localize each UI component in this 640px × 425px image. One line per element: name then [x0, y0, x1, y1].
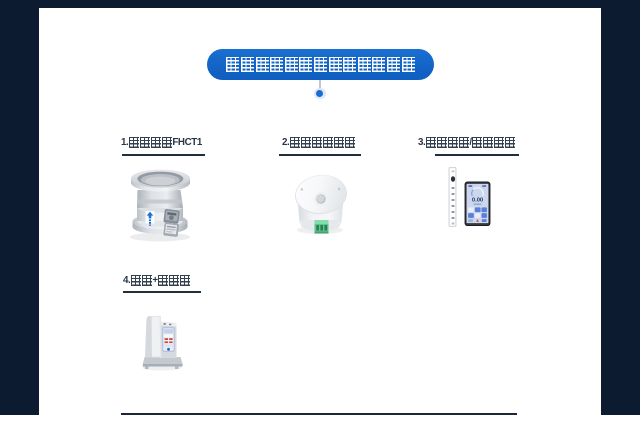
svg-text:0.00: 0.00 — [472, 198, 483, 204]
